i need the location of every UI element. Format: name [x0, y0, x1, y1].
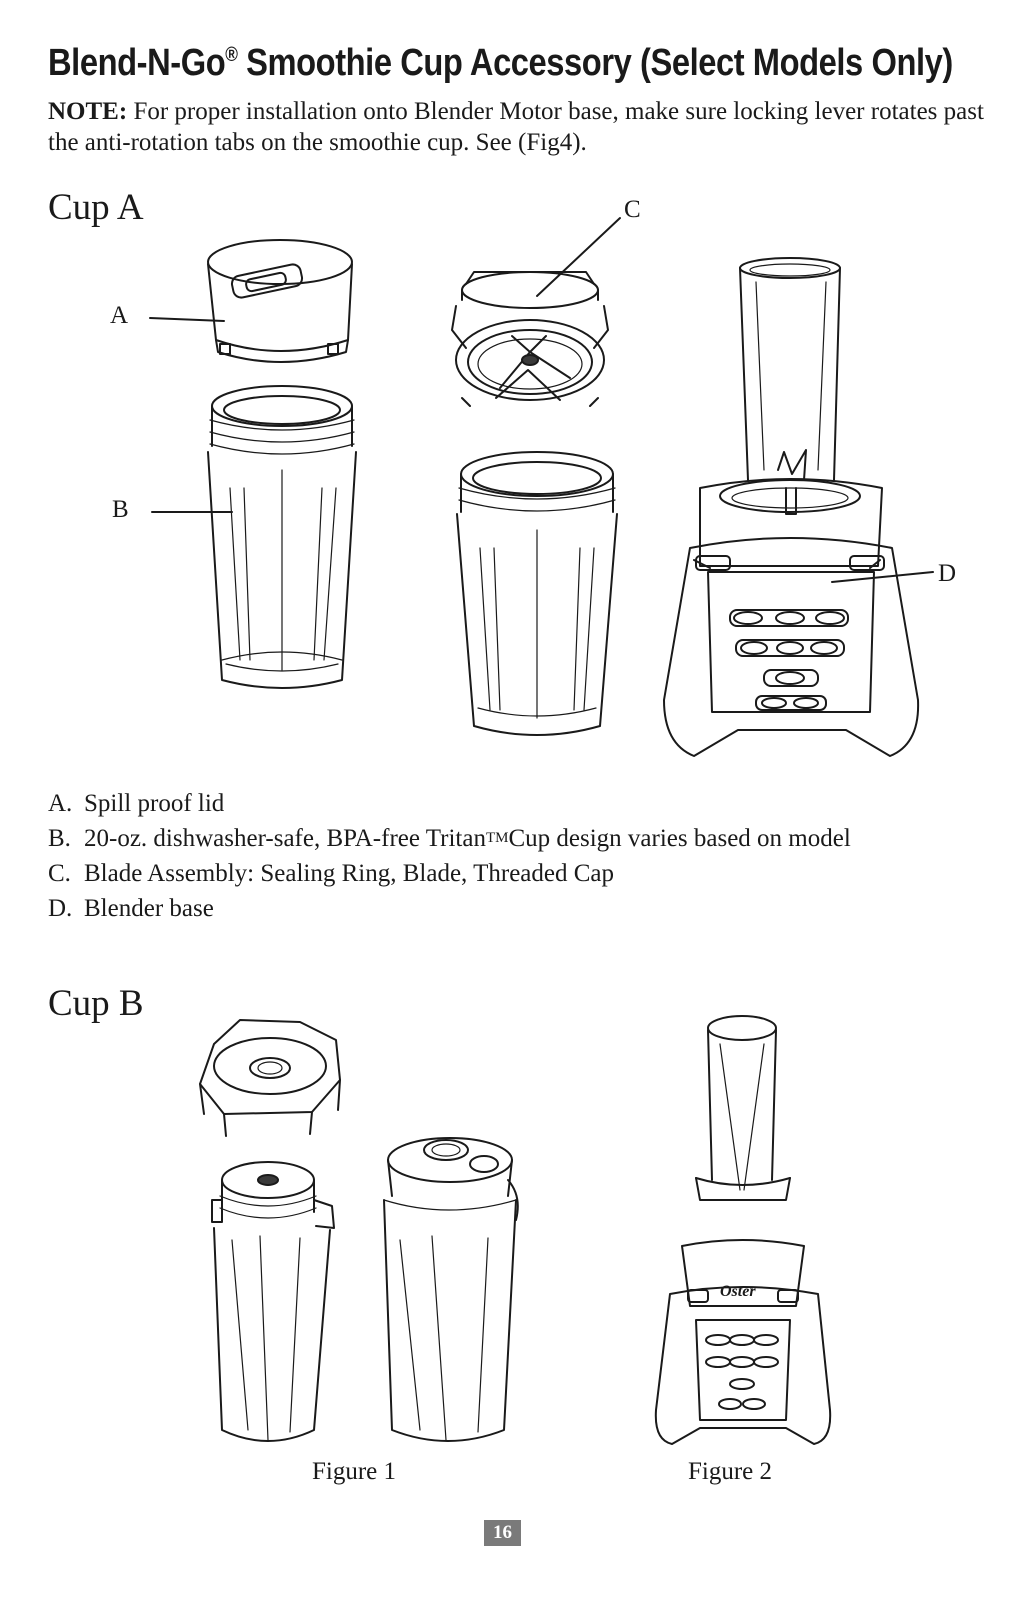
cup-a-illustration [149, 217, 934, 757]
callout-b: B [112, 496, 129, 523]
tumbler-left-drawing [207, 385, 357, 689]
cup-b-illustration [199, 1015, 832, 1445]
blender-base-drawing [663, 257, 920, 757]
bottle-closed-drawing [211, 1161, 335, 1442]
blade-cap-drawing [199, 1019, 341, 1137]
blade-assembly-drawing [451, 271, 609, 407]
blender-with-cup-drawing [654, 1015, 832, 1445]
list-item: A.Spill proof lid [48, 790, 225, 817]
tumbler-middle-drawing [456, 451, 618, 736]
bottle-with-lid-drawing [383, 1137, 519, 1442]
list-item: B.20-oz. dishwasher-safe, BPA-free Trita… [48, 825, 851, 852]
parts-list: A.Spill proof lid B.20-oz. dishwasher-sa… [48, 786, 851, 926]
page-number-badge: 16 [484, 1520, 521, 1546]
note-label: NOTE: [48, 98, 128, 125]
brand-logo-text: Oster [720, 1283, 756, 1300]
figure-1-label: Figure 1 [312, 1458, 397, 1485]
callout-d: D [938, 560, 957, 587]
installation-note: NOTE: For proper installation onto Blend… [48, 96, 988, 158]
cup-b-heading: Cup B [48, 983, 144, 1024]
cup-a-heading: Cup A [48, 187, 144, 228]
page-title: Blend-N-Go® Smoothie Cup Accessory (Sele… [48, 42, 953, 84]
note-text: For proper installation onto Blender Mot… [48, 98, 984, 156]
leader-line-a [149, 317, 225, 322]
callout-a: A [110, 302, 129, 329]
leader-line-c [536, 217, 621, 297]
spill-proof-lid-drawing [207, 239, 353, 363]
list-item: D.Blender base [48, 895, 214, 922]
leader-line-d [831, 571, 934, 583]
figure-2-label: Figure 2 [688, 1458, 773, 1485]
list-item: C.Blade Assembly: Sealing Ring, Blade, T… [48, 860, 615, 887]
callout-c: C [624, 196, 641, 223]
